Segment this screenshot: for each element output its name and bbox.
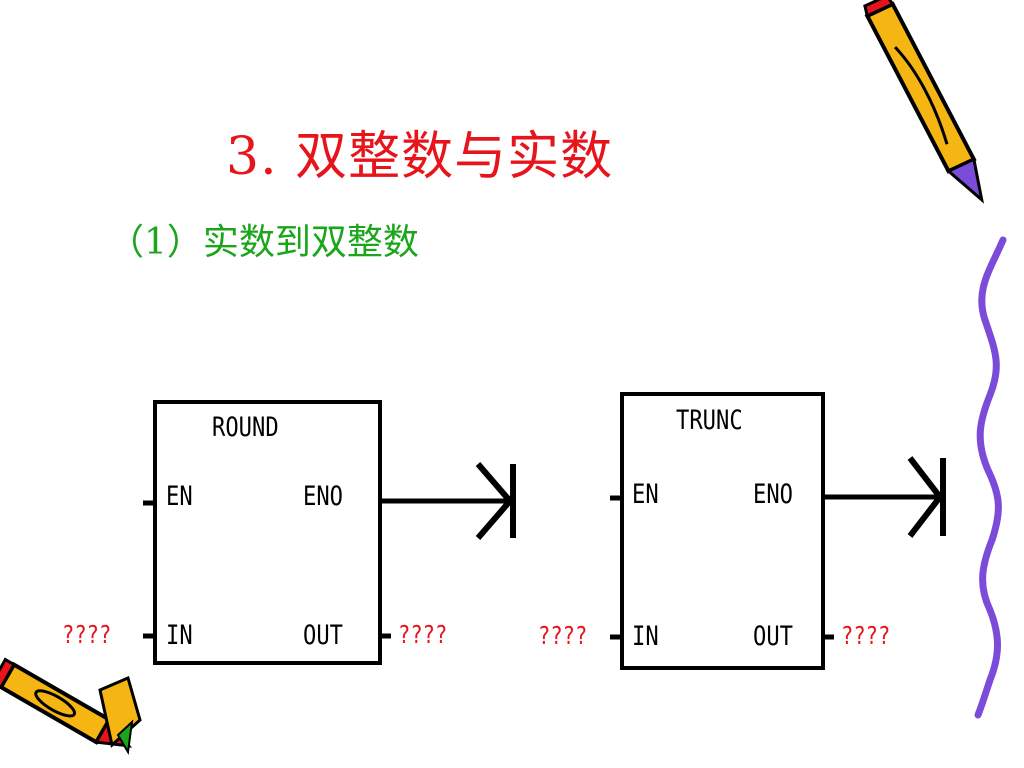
trunc-block-name: TRUNC	[676, 405, 743, 436]
trunc-eno-label: ENO	[753, 479, 794, 510]
trunc-instruction-box[interactable]	[620, 392, 825, 670]
wave-line	[974, 236, 1007, 719]
pencil-tip-icon	[98, 675, 142, 756]
round-output-arrow-icon	[475, 462, 516, 540]
trunc-out-label: OUT	[753, 621, 794, 652]
round-out-operand[interactable]: ????	[398, 620, 448, 649]
round-in-operand[interactable]: ????	[62, 620, 112, 649]
round-instruction-box[interactable]	[153, 400, 382, 665]
trunc-out-operand[interactable]: ????	[841, 621, 891, 650]
trunc-in-operand[interactable]: ????	[538, 621, 588, 650]
pencil-icon	[863, 0, 985, 204]
trunc-output-arrow-icon	[907, 456, 946, 538]
trunc-in-label: IN	[632, 621, 659, 652]
round-en-label: EN	[166, 481, 193, 512]
slide-subtitle: （1）实数到双整数	[108, 222, 419, 263]
slide-title: 3. 双整数与实数	[226, 127, 614, 187]
round-eno-label: ENO	[303, 481, 344, 512]
round-block-name: ROUND	[212, 412, 279, 443]
round-out-label: OUT	[303, 620, 344, 651]
trunc-en-label: EN	[632, 479, 659, 510]
round-in-label: IN	[166, 620, 193, 651]
